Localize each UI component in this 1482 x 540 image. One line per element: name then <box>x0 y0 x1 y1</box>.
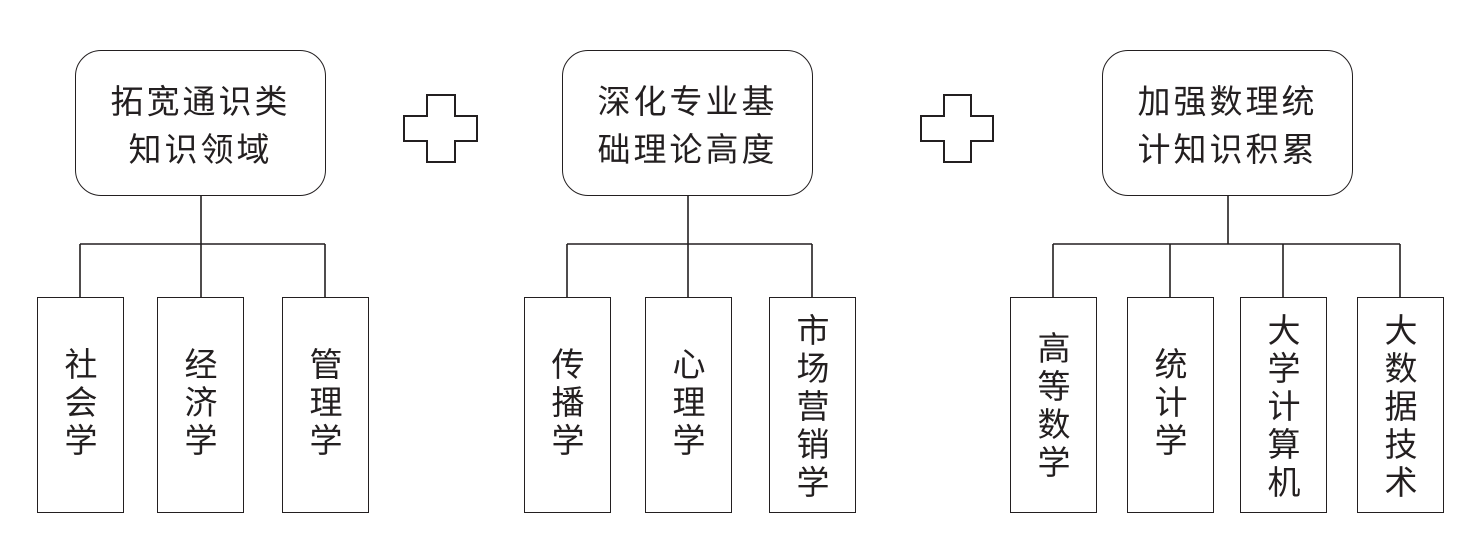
group-3-item-4-box <box>1357 297 1444 513</box>
group-2-title-line-2: 础理论高度 <box>597 130 778 169</box>
group-3-item-1-label: 高等数学 <box>1037 329 1071 482</box>
group-2-item-2-label: 心理学 <box>672 345 706 460</box>
group-3-item-3-box <box>1240 297 1327 513</box>
group-3-title-line-1: 加强数理统 <box>1137 82 1318 121</box>
group-1-item-1-box <box>37 297 124 513</box>
group-2-item-3-box <box>769 297 856 513</box>
group-1-item-1-label: 社会学 <box>64 345 98 460</box>
plus-icon <box>920 94 994 163</box>
group-1-item-2-box <box>157 297 244 513</box>
group-3-item-3-label: 大学计算机 <box>1267 311 1301 502</box>
group-2-title-line-1: 深化专业基 <box>597 82 778 121</box>
group-3-item-4-label: 大数据技术 <box>1384 311 1418 502</box>
group-3-title-line-2: 计知识积累 <box>1137 130 1318 169</box>
group-1-title-box: 拓宽通识类 知识领域 <box>75 50 326 196</box>
group-2-item-3-label: 市场营销学 <box>796 311 830 502</box>
plus-icon <box>403 94 478 163</box>
group-2-title-box: 深化专业基 础理论高度 <box>562 50 813 196</box>
group-3-item-2-label: 统计学 <box>1154 345 1188 460</box>
group-2-item-2-box <box>645 297 732 513</box>
group-1-item-3-label: 管理学 <box>309 345 343 460</box>
group-3-item-2-box <box>1127 297 1214 513</box>
group-1-title-line-1: 拓宽通识类 <box>110 82 291 121</box>
group-2-item-1-label: 传播学 <box>551 345 585 460</box>
group-3-item-1-box <box>1010 297 1097 513</box>
group-1-item-2-label: 经济学 <box>184 345 218 460</box>
group-1-item-3-box <box>282 297 369 513</box>
group-1-title-line-2: 知识领域 <box>128 130 273 169</box>
group-3-title-box: 加强数理统 计知识积累 <box>1102 50 1353 196</box>
group-2-item-1-box <box>524 297 611 513</box>
